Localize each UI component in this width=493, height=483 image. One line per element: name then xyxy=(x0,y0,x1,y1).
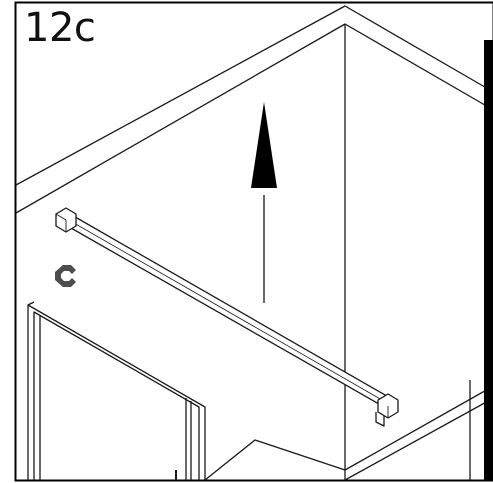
bar-end-cap-left-edge-2 xyxy=(55,213,67,221)
ceiling-edge-outer xyxy=(15,5,491,186)
glass-panel xyxy=(27,301,206,480)
arrow-up-icon xyxy=(251,102,277,303)
bar-highlight xyxy=(66,218,390,405)
brand-c-logo-icon xyxy=(55,265,76,287)
floor-edge-right xyxy=(344,387,491,471)
glass-panel-inner-top xyxy=(33,311,200,480)
stabilizer-bar xyxy=(55,207,399,427)
dark-wall-edge xyxy=(484,40,493,481)
glass-panel-top-edge xyxy=(27,301,35,306)
panel-frame xyxy=(14,1,493,482)
bar-clamp-right xyxy=(375,412,385,427)
floor-edge-right-2 xyxy=(344,399,491,481)
bar-body xyxy=(63,213,393,409)
glass-panel-top xyxy=(27,304,206,480)
floor-edges-left xyxy=(204,439,346,481)
step-number-label: 12c xyxy=(24,5,96,51)
room-edges xyxy=(15,5,491,481)
